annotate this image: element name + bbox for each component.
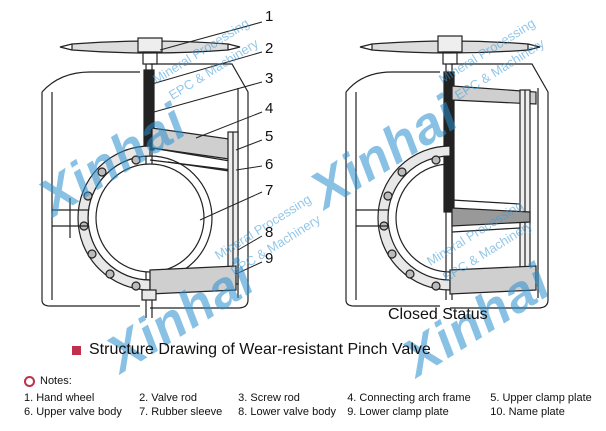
notes-circle-icon <box>24 375 35 387</box>
note-item: 10. Name plate <box>490 406 565 418</box>
note-item: 3. Screw rod <box>238 392 300 404</box>
callout-3: 3 <box>265 70 274 87</box>
callout-1: 1 <box>265 8 274 25</box>
left-valve-open <box>41 21 263 318</box>
diagram-title: Structure Drawing of Wear-resistant Pinc… <box>89 341 431 358</box>
callout-7: 7 <box>265 182 274 199</box>
note-item: 9. Lower clamp plate <box>347 406 449 418</box>
note-item: 2. Valve rod <box>139 392 197 404</box>
notes-row-2: 6. Upper valve body 7. Rubber sleeve 8. … <box>24 405 604 419</box>
callout-4: 4 <box>265 100 274 117</box>
callout-2: 2 <box>265 40 274 57</box>
notes-heading: Notes: <box>40 375 72 387</box>
hand-wheel-closed <box>359 35 541 65</box>
notes-section: Notes: 1. Hand wheel 2. Valve rod 3. Scr… <box>24 374 604 419</box>
note-item: 7. Rubber sleeve <box>139 406 223 418</box>
note-item: 1. Hand wheel <box>24 392 95 404</box>
valve-body-outline <box>41 71 140 307</box>
note-item: 5. Upper clamp plate <box>490 392 592 404</box>
callout-8: 8 <box>265 224 274 241</box>
callout-5: 5 <box>265 128 274 145</box>
note-item: 6. Upper valve body <box>24 406 122 418</box>
closed-status-label: Closed Status <box>388 306 488 323</box>
hand-wheel <box>59 37 241 65</box>
notes-row-1: 1. Hand wheel 2. Valve rod 3. Screw rod … <box>24 391 604 405</box>
title-bullet-icon <box>72 345 81 355</box>
diagram-title-row: Structure Drawing of Wear-resistant Pinc… <box>72 340 431 360</box>
note-item: 4. Connecting arch frame <box>347 392 471 404</box>
rubber-sleeve-closed <box>451 207 531 227</box>
notes-header: Notes: <box>24 374 604 388</box>
callout-9: 9 <box>265 250 274 267</box>
note-item: 8. Lower valve body <box>238 406 336 418</box>
right-valve-closed <box>345 35 549 309</box>
lower-clamp-plate <box>149 265 237 295</box>
callout-6: 6 <box>265 156 274 173</box>
